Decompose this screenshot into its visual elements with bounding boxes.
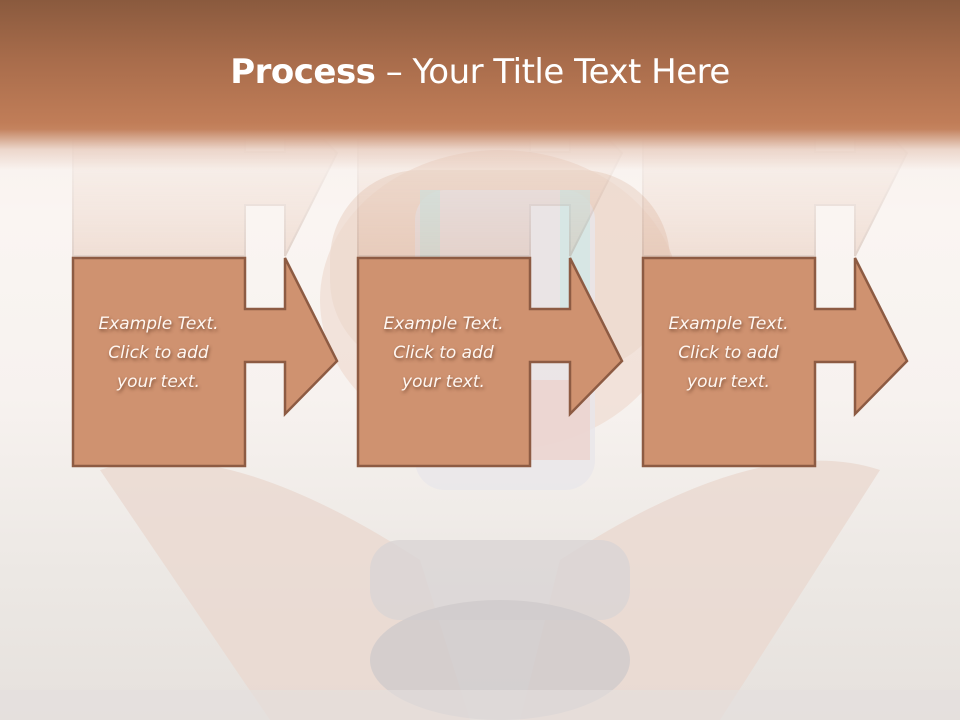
step-text[interactable]: Example Text. Click to add your text. — [668, 314, 789, 392]
slide-title[interactable]: Process – Your Title Text Here — [0, 52, 960, 92]
arrow-callout-shape — [356, 256, 624, 468]
step-text[interactable]: Example Text. Click to add your text. — [98, 314, 219, 392]
process-step-3[interactable]: Example Text. Click to add your text. — [641, 47, 912, 477]
title-bold: Process — [230, 52, 376, 92]
process-step-1[interactable]: Example Text. Click to add your text. — [71, 47, 342, 477]
shape-reflection — [642, 47, 909, 257]
shape-reflection — [72, 47, 339, 257]
process-step-2[interactable]: Example Text. Click to add your text. — [356, 47, 627, 477]
arrow-callout-shape — [641, 256, 909, 468]
title-rest: – Your Title Text Here — [375, 52, 731, 92]
title-band — [0, 0, 960, 170]
arrow-callout-shape — [71, 256, 339, 468]
shape-reflection — [357, 47, 624, 257]
step-text[interactable]: Example Text. Click to add your text. — [383, 314, 504, 392]
